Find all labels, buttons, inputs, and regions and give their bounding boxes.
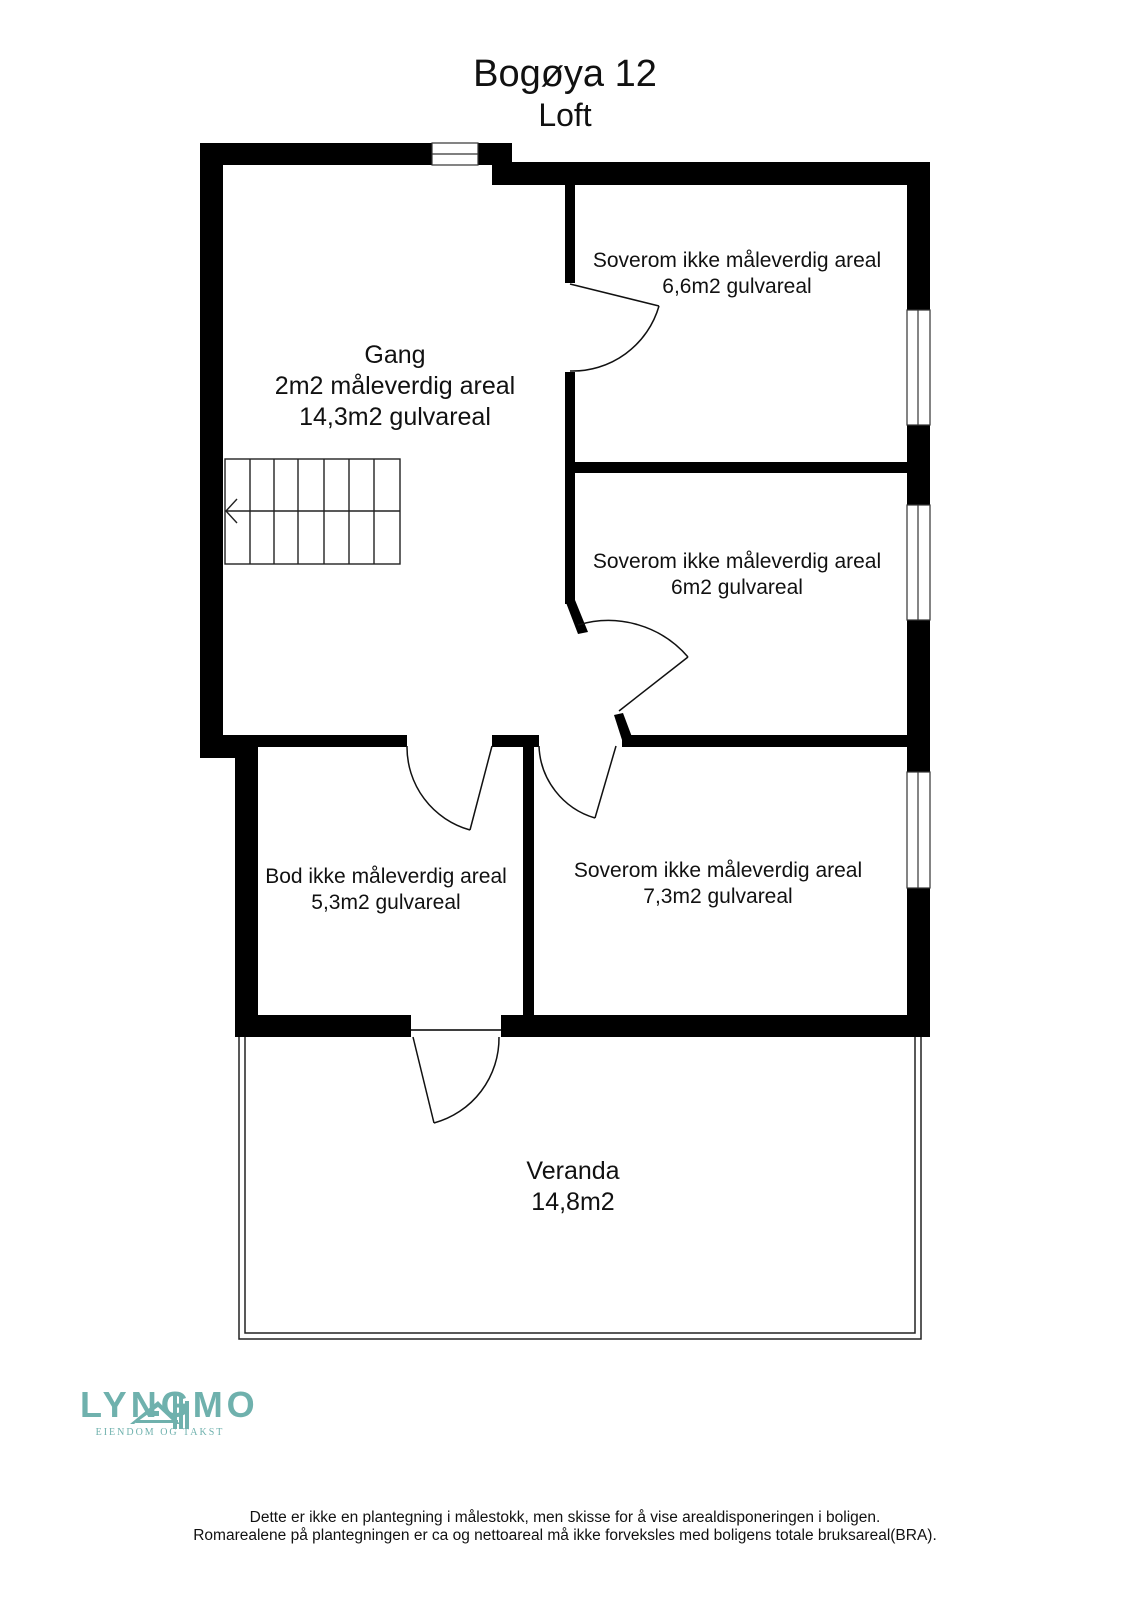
room-name: Soverom ikke måleverdig areal <box>573 859 863 882</box>
disclaimer: Dette er ikke en plantegning i målestokk… <box>0 1509 1130 1545</box>
company-logo: LYNGMO EIENDOM OG TAKST <box>80 1384 259 1439</box>
room-floor-area: 6,6m2 gulvareal <box>662 275 812 298</box>
logo-tagline: EIENDOM OG TAKST <box>95 1427 225 1438</box>
room-name: Bod ikke måleverdig areal <box>265 865 507 888</box>
disclaimer-line-2: Romarealene på plantegningen er ca og ne… <box>193 1527 937 1544</box>
room-name: Veranda <box>526 1157 620 1185</box>
floor-name: Loft <box>538 97 592 133</box>
room-label-soverom-3: Soverom ikke måleverdig areal 7,3m2 gulv… <box>574 858 862 910</box>
room-floor-area: 14,8m2 <box>531 1188 615 1216</box>
logo-wordmark: LYNGMO <box>80 1384 259 1425</box>
room-label-bod: Bod ikke måleverdig areal 5,3m2 gulvarea… <box>265 864 507 916</box>
room-floor-area: 14,3m2 gulvareal <box>299 403 491 431</box>
room-measurable-area: 2m2 måleverdig areal <box>274 372 516 400</box>
house-buildings-icon <box>130 1393 189 1429</box>
plan-title: Bogøya 12 <box>473 53 657 95</box>
walls <box>200 143 930 1037</box>
room-floor-area: 5,3m2 gulvareal <box>311 891 461 914</box>
room-name: Gang <box>364 341 426 369</box>
staircase-icon <box>224 458 401 565</box>
room-name: Soverom ikke måleverdig areal <box>592 550 882 573</box>
room-label-gang: Gang 2m2 måleverdig areal 14,3m2 gulvare… <box>275 340 515 433</box>
window-icon <box>431 142 931 889</box>
room-floor-area: 7,3m2 gulvareal <box>643 885 793 908</box>
room-name: Soverom ikke måleverdig areal <box>592 249 882 272</box>
room-label-soverom-1: Soverom ikke måleverdig areal 6,6m2 gulv… <box>593 248 881 300</box>
room-label-soverom-2: Soverom ikke måleverdig areal 6m2 gulvar… <box>593 549 881 601</box>
disclaimer-line-1: Dette er ikke en plantegning i målestokk… <box>249 1509 881 1526</box>
room-floor-area: 6m2 gulvareal <box>671 576 803 599</box>
door-swing-icon <box>406 283 689 1124</box>
room-label-veranda: Veranda 14,8m2 <box>526 1156 619 1218</box>
